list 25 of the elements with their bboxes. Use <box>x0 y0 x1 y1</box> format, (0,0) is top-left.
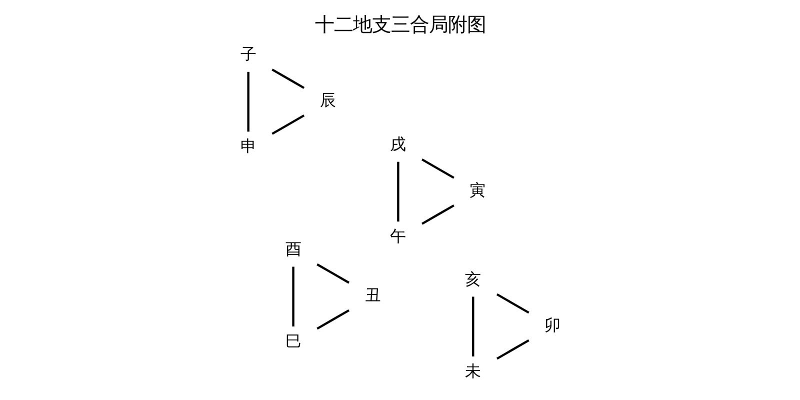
connector <box>421 204 454 225</box>
connector <box>496 339 529 360</box>
node-text: 申 <box>240 136 256 156</box>
connector <box>292 266 294 326</box>
node-text: 寅 <box>469 180 486 200</box>
node-text: 亥 <box>464 269 481 288</box>
connector <box>396 162 399 222</box>
connector <box>271 114 304 135</box>
connector <box>421 158 454 179</box>
connector <box>316 309 350 330</box>
connector <box>472 296 474 356</box>
node-text: 未 <box>464 361 481 380</box>
node-text: 戌 <box>390 134 406 154</box>
diagram-title: 十二地支三合局附图 <box>314 12 486 36</box>
connector <box>271 68 304 89</box>
connector <box>496 293 529 314</box>
node-text: 午 <box>390 226 406 246</box>
node-text: 酉 <box>284 239 301 258</box>
node-text: 卯 <box>544 315 560 334</box>
node-text: 丑 <box>364 285 380 304</box>
connector <box>246 72 249 132</box>
node-text: 巳 <box>284 331 301 350</box>
node-text: 辰 <box>319 90 336 110</box>
node-text: 子 <box>240 44 256 64</box>
connector <box>316 263 350 284</box>
